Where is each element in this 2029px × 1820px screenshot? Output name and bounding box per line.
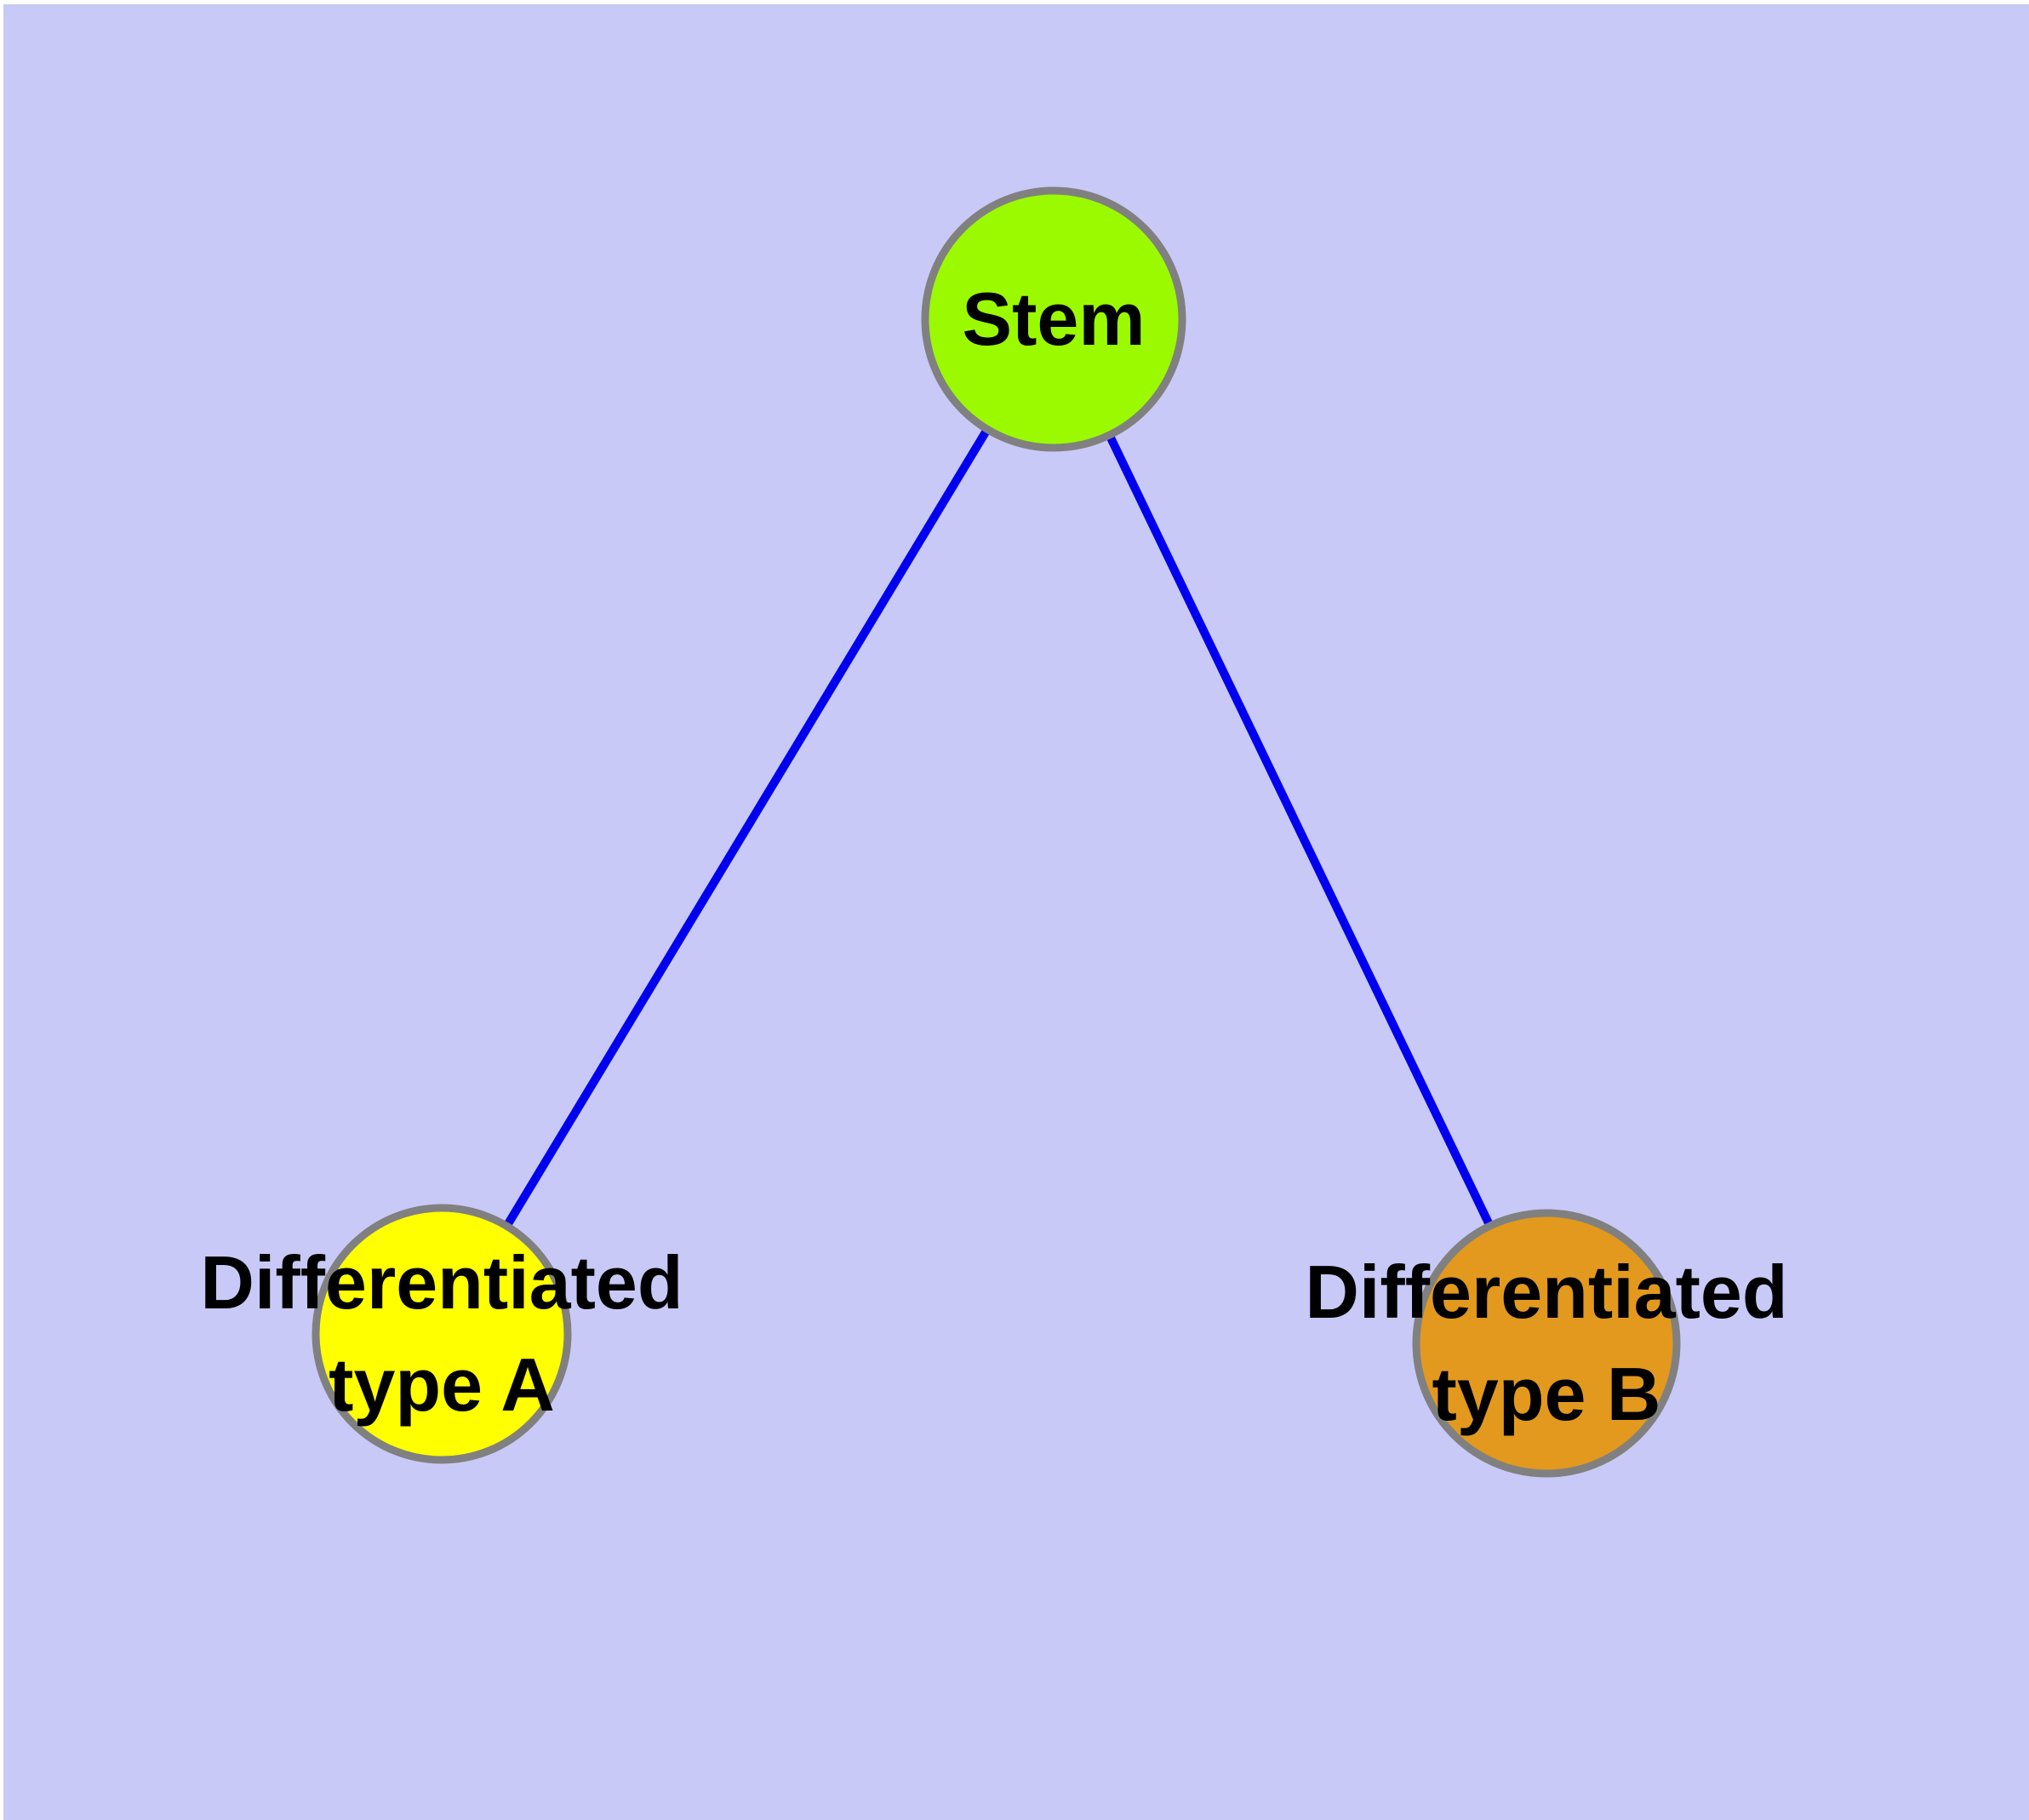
- graph-svg: [3, 4, 2029, 1820]
- edge-stem-to-type-a: [437, 317, 1058, 1336]
- node-differentiated-type-b: [1412, 1209, 1681, 1478]
- graph-canvas: Stem Differentiated type A Differentiate…: [3, 4, 2029, 1820]
- node-stem: [921, 186, 1186, 452]
- node-differentiated-type-a: [311, 1204, 572, 1464]
- edge-stem-to-type-b: [1049, 317, 1551, 1346]
